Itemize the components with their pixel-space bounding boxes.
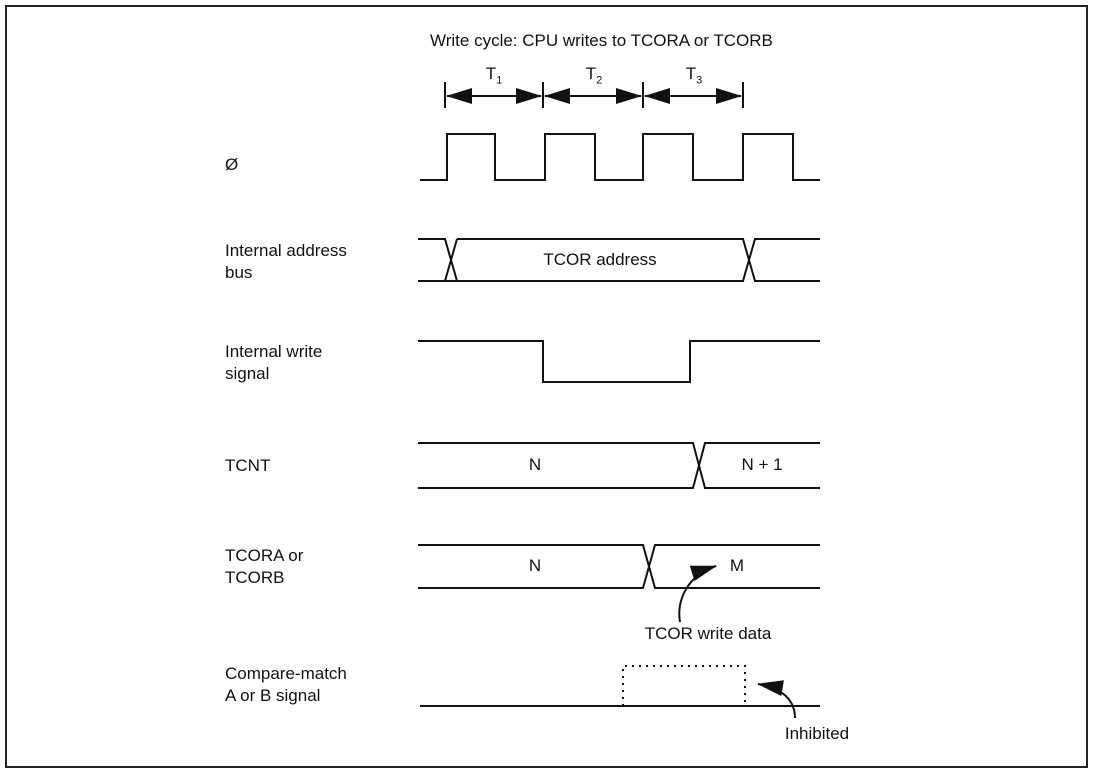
tcnt-before-value: N: [528, 455, 542, 474]
write-data-arrow: [678, 565, 717, 623]
write-data-annotation: TCOR write data: [644, 624, 772, 643]
tcnt-label: TCNT: [225, 456, 271, 475]
inhibited-arrow: [757, 680, 796, 719]
address-bus-label: Internal address bus: [225, 241, 347, 282]
tcnt-waveform: [418, 442, 820, 489]
tcnt-after-value: N + 1: [741, 455, 783, 474]
address-bus-waveform: [418, 238, 820, 282]
cycle-dimension-markers: [444, 82, 744, 108]
inhibited-pulse-outline: [622, 665, 746, 706]
diagram-title: Write cycle: CPU writes to TCORA or TCOR…: [430, 31, 773, 50]
tcor-after-value: M: [729, 556, 745, 575]
tcor-before-value: N: [528, 556, 542, 575]
write-signal-label: Internal write signal: [225, 342, 323, 383]
tcor-label: TCORA or TCORB: [225, 546, 304, 587]
cycle-t1-label: T1: [485, 64, 503, 87]
diagram-frame: [5, 5, 1088, 768]
cycle-t3-label: T3: [685, 64, 703, 87]
tcor-waveform: [418, 544, 820, 589]
compare-match-label: Compare-match A or B signal: [225, 664, 347, 705]
write-signal-waveform: [418, 340, 820, 383]
phi-clock-waveform: [420, 133, 820, 181]
inhibited-annotation: Inhibited: [784, 724, 850, 743]
phi-label: Ø: [225, 155, 239, 174]
cycle-t2-label: T2: [585, 64, 603, 87]
address-value: TCOR address: [543, 250, 657, 269]
